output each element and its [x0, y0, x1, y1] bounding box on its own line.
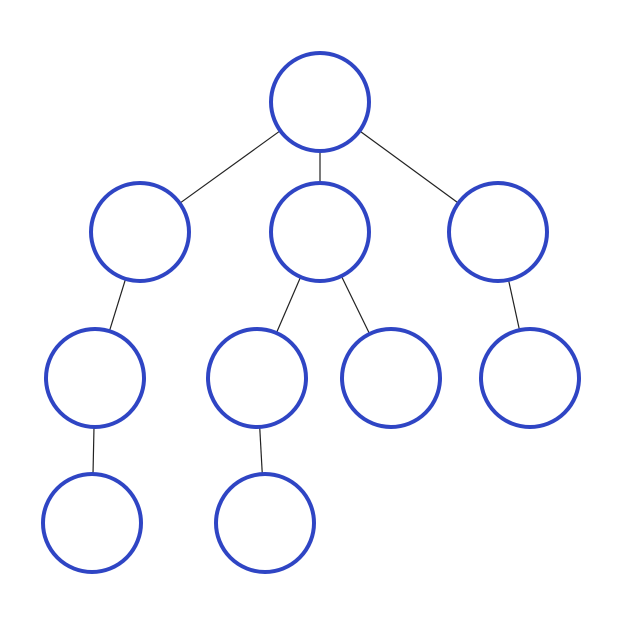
node-circle: [214, 472, 316, 574]
node-circle: [340, 327, 442, 429]
node-circle: [479, 327, 581, 429]
tree-node-a: [89, 181, 191, 283]
edge-root-a: [179, 130, 281, 204]
tree-node-c: [447, 181, 549, 283]
node-circle: [269, 51, 371, 153]
node-circle: [447, 181, 549, 283]
node-circle: [206, 327, 308, 429]
tree-node-b: [269, 181, 371, 283]
tree-node-b2: [340, 327, 442, 429]
node-circle: [269, 181, 371, 283]
edge-a-a1: [108, 278, 127, 332]
nodes-layer: [41, 51, 581, 574]
tree-node-root: [269, 51, 371, 153]
tree-node-a1x: [41, 472, 143, 574]
tree-node-c1: [479, 327, 581, 429]
tree-node-a1: [44, 327, 146, 429]
edge-b-b2: [340, 275, 371, 335]
node-circle: [44, 327, 146, 429]
edge-a1-a1x: [92, 426, 95, 475]
tree-node-b1: [206, 327, 308, 429]
node-circle: [41, 472, 143, 574]
edge-b-b1: [275, 276, 302, 334]
edges-layer: [92, 130, 521, 475]
node-circle: [89, 181, 191, 283]
edge-c-c1: [507, 279, 521, 331]
edge-b1-b1x: [259, 426, 263, 475]
edge-root-c: [359, 130, 459, 204]
tree-node-b1x: [214, 472, 316, 574]
